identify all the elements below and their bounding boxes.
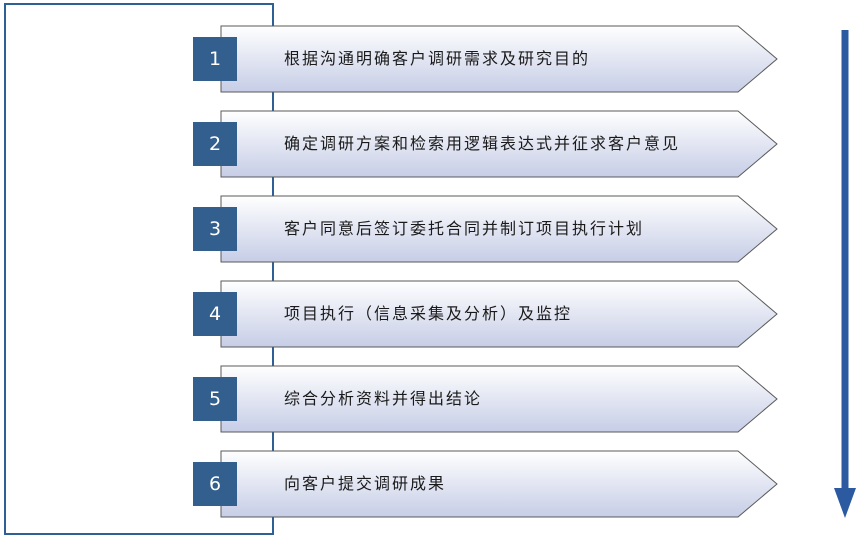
step-label: 项目执行（信息采集及分析）及监控 <box>284 304 573 323</box>
process-step-1: 根据沟通明确客户调研需求及研究目的 <box>220 25 778 93</box>
step-label: 向客户提交调研成果 <box>284 474 447 493</box>
chevron-arrow-shape <box>220 25 778 93</box>
process-step-2: 确定调研方案和检索用逻辑表达式并征求客户意见 <box>220 110 778 178</box>
step-number-badge: 1 <box>193 37 237 81</box>
step-number-badge: 3 <box>193 207 237 251</box>
step-label: 根据沟通明确客户调研需求及研究目的 <box>284 49 591 68</box>
chevron-arrow-shape <box>220 280 778 348</box>
step-number-badge: 5 <box>193 377 237 421</box>
chevron-arrow-shape <box>220 450 778 518</box>
step-number-badge: 6 <box>193 462 237 506</box>
step-label: 确定调研方案和检索用逻辑表达式并征求客户意见 <box>284 134 681 153</box>
step-number-badge: 2 <box>193 122 237 166</box>
chevron-arrow-shape <box>220 195 778 263</box>
chevron-arrow-shape <box>220 110 778 178</box>
step-label: 客户同意后签订委托合同并制订项目执行计划 <box>284 219 645 238</box>
arrow-down-icon <box>834 30 856 518</box>
step-label: 综合分析资料并得出结论 <box>284 389 483 408</box>
process-step-6: 向客户提交调研成果 <box>220 450 778 518</box>
process-step-3: 客户同意后签订委托合同并制订项目执行计划 <box>220 195 778 263</box>
process-step-4: 项目执行（信息采集及分析）及监控 <box>220 280 778 348</box>
chevron-arrow-shape <box>220 365 778 433</box>
step-number-badge: 4 <box>193 292 237 336</box>
process-step-5: 综合分析资料并得出结论 <box>220 365 778 433</box>
